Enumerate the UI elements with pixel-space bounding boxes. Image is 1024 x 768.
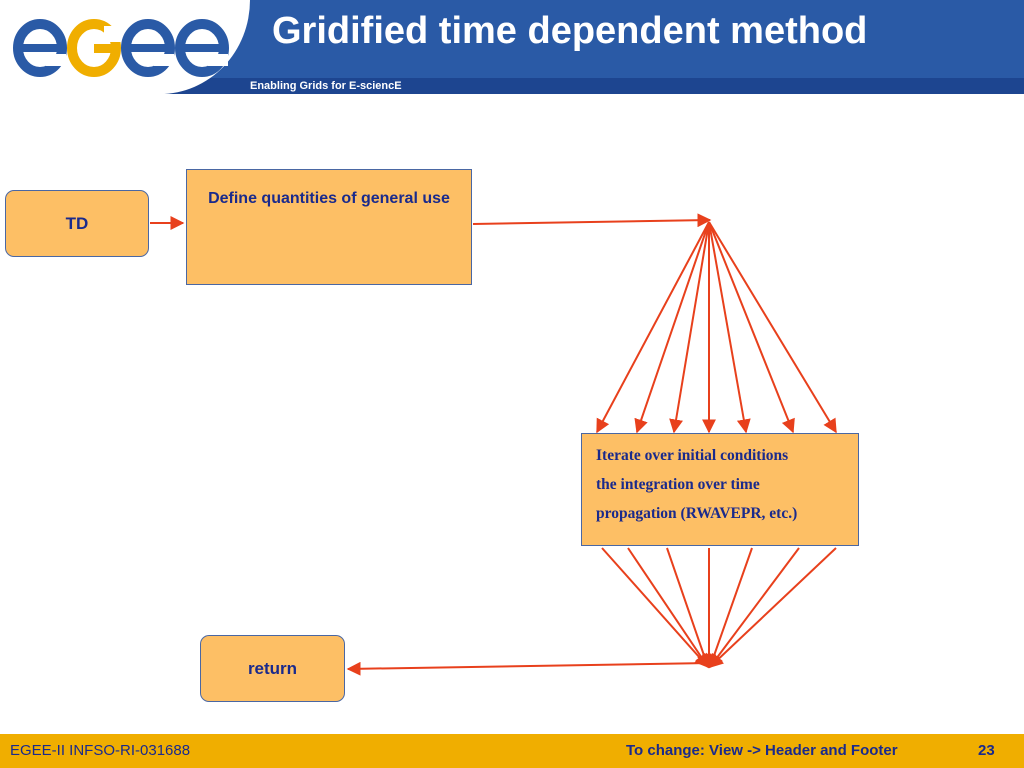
footer-hint: To change: View -> Header and Footer xyxy=(626,742,898,759)
arrow-fan-out xyxy=(596,221,710,434)
node-iterate-line: Iterate over initial conditions xyxy=(596,447,789,464)
arrow-fan-in xyxy=(627,547,709,669)
arrow-fan-in xyxy=(601,547,709,669)
node-return: return xyxy=(200,635,345,702)
node-define-label: Define quantities of general use xyxy=(208,190,450,207)
node-iterate: Iterate over initial conditions the inte… xyxy=(581,433,859,546)
arrow-define-to-hub xyxy=(472,213,712,228)
arrow-fan-in xyxy=(709,547,800,669)
footer-project-id: EGEE-II INFSO-RI-031688 xyxy=(10,742,191,759)
arrow-to-return xyxy=(346,661,711,676)
header-subtitle: Enabling Grids for E-sciencE xyxy=(250,80,402,92)
arrow-fan-out xyxy=(669,221,710,434)
arrow-fan-out xyxy=(634,221,710,434)
footer-band xyxy=(0,734,1024,768)
node-iterate-line: the integration over time xyxy=(596,476,760,493)
node-td: TD xyxy=(5,190,149,257)
arrow-fan-in xyxy=(708,547,837,668)
subtitle-band xyxy=(0,78,1024,94)
arrow-fan-in xyxy=(666,547,711,669)
node-iterate-line: propagation (RWAVEPR, etc.) xyxy=(596,505,798,522)
arrow-fan-out xyxy=(708,221,751,434)
page-title: Gridified time dependent method xyxy=(272,10,868,52)
arrow-fan-in xyxy=(707,547,753,669)
node-td-label: TD xyxy=(65,213,89,233)
egee-logo xyxy=(13,19,229,77)
node-define: Define quantities of general use xyxy=(186,169,472,285)
footer-page-number: 23 xyxy=(978,742,995,759)
arrow-fan-out xyxy=(708,221,837,434)
arrow-fan-out xyxy=(708,221,795,434)
logo-panel xyxy=(0,0,250,94)
node-return-label: return xyxy=(247,658,298,678)
